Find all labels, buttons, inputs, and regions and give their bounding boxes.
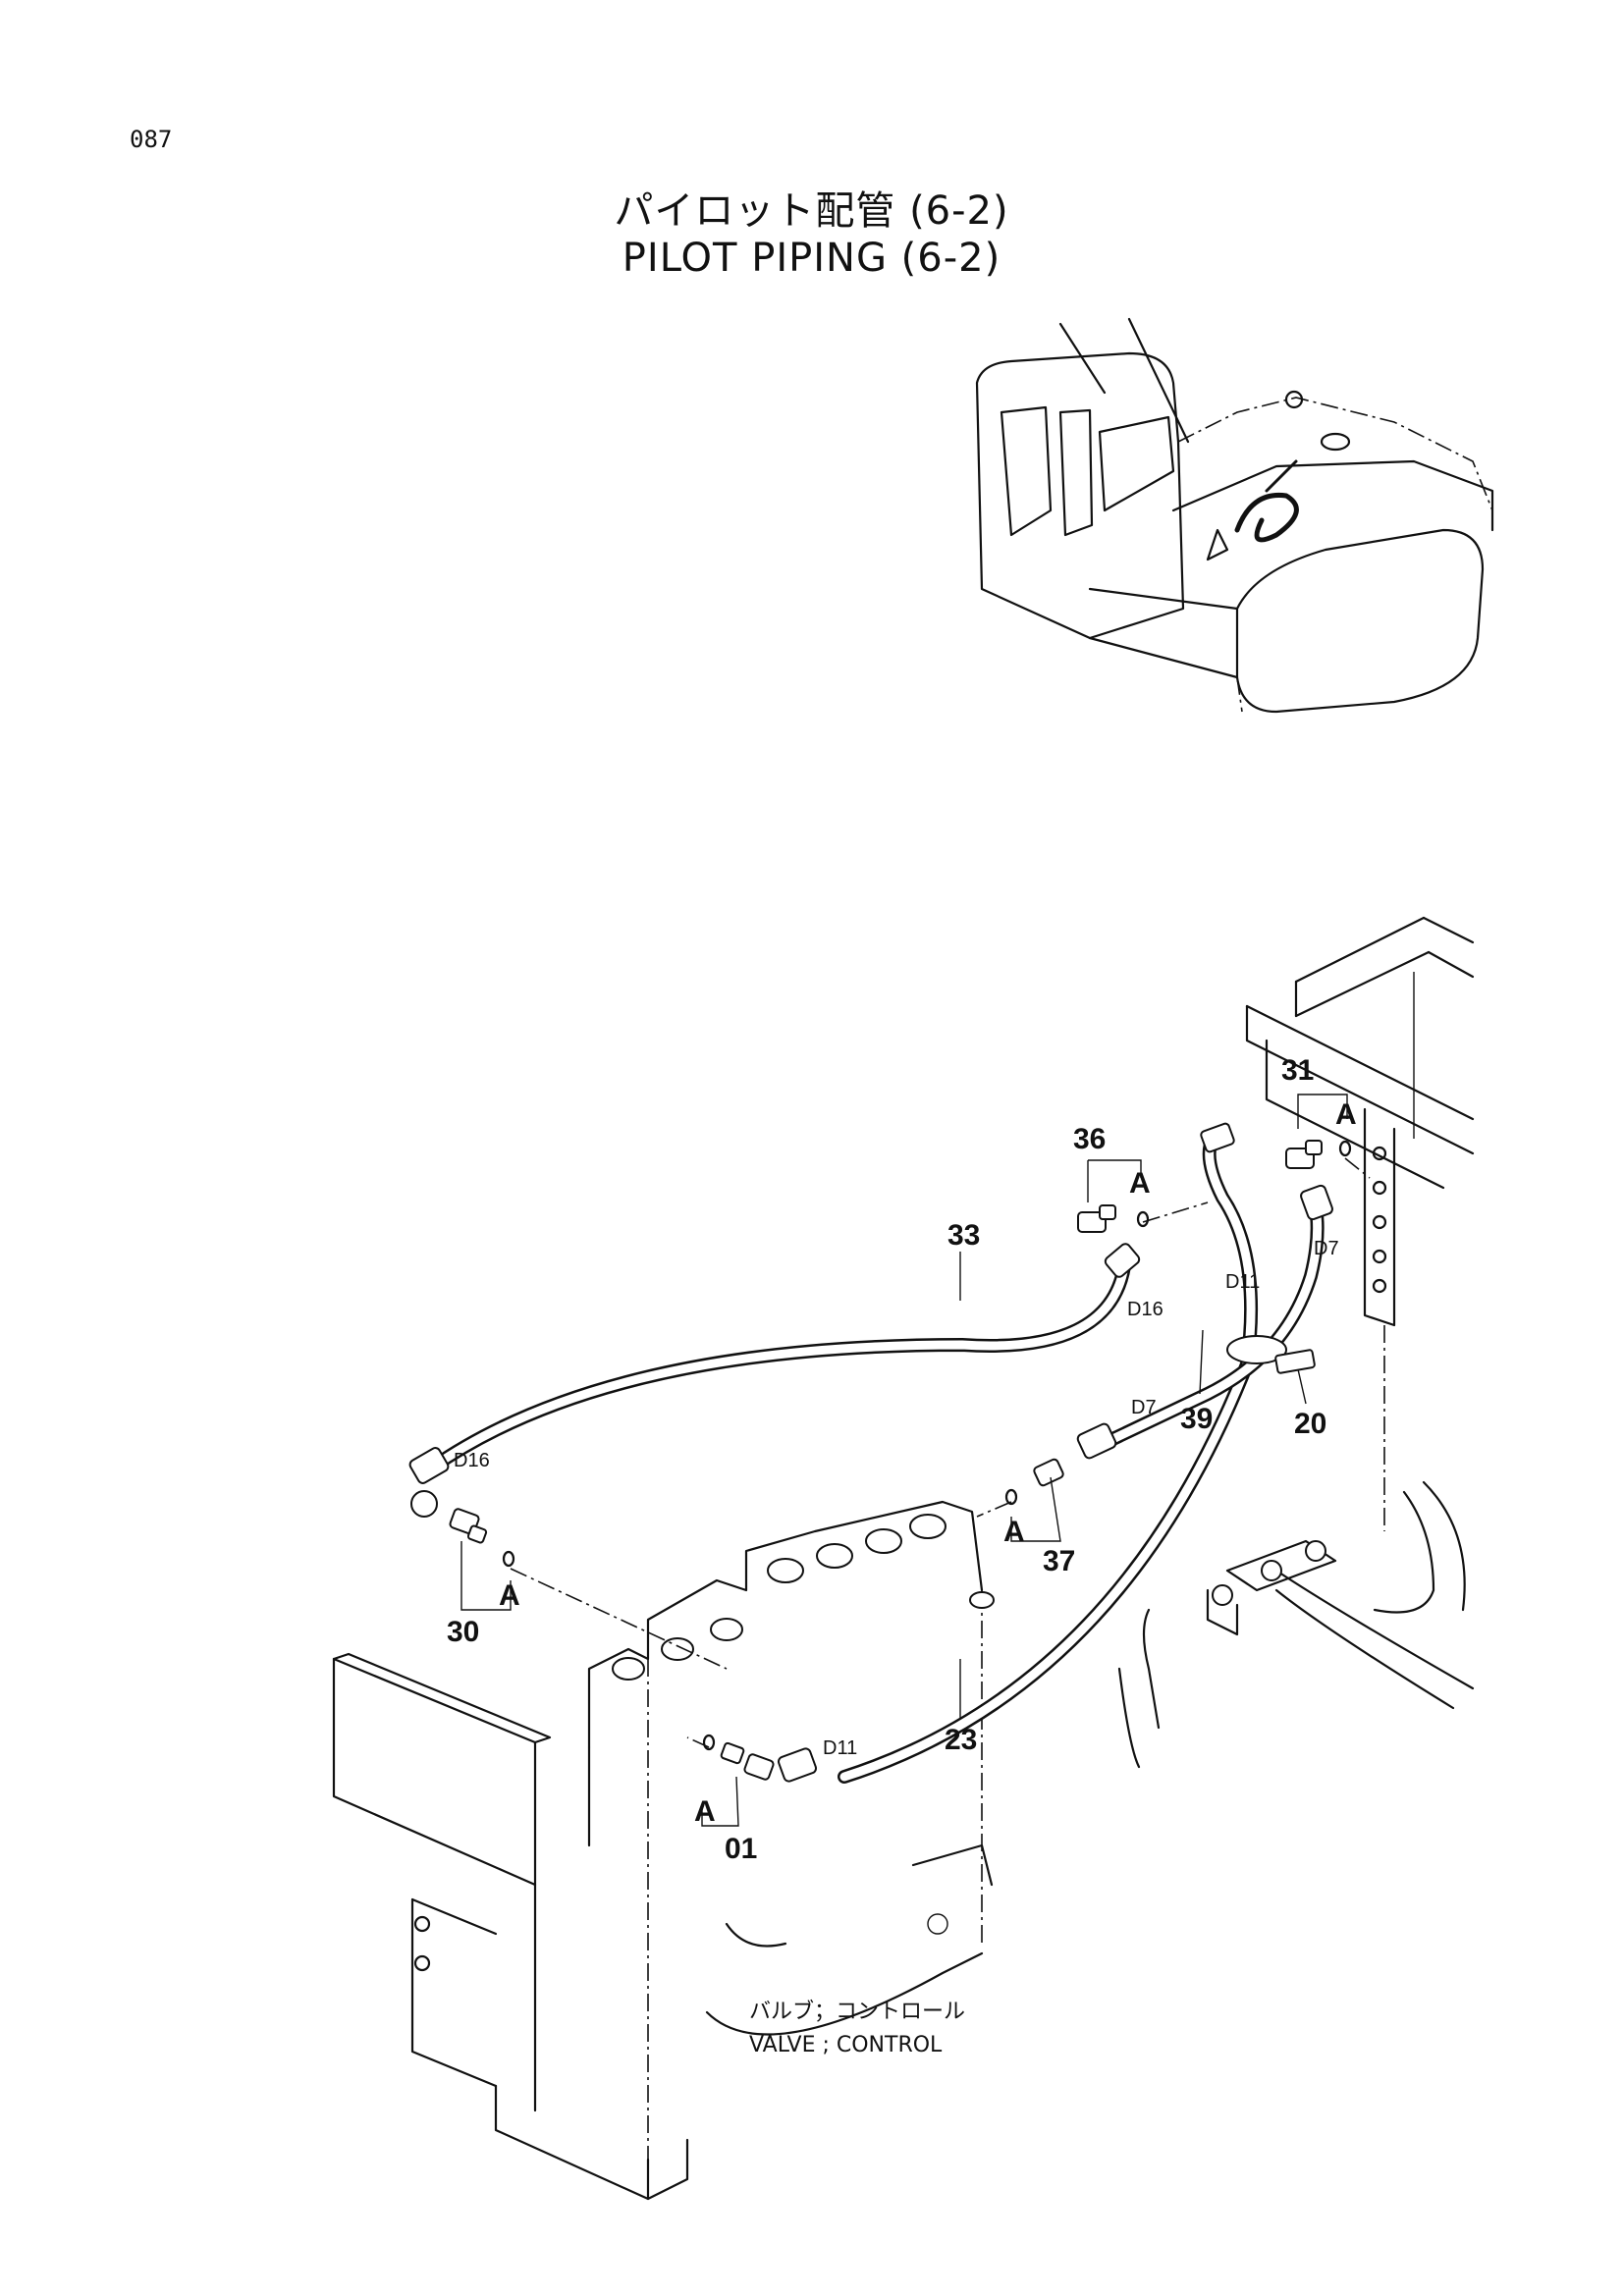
hoses [425,1132,1325,1784]
marker-a-30: A [499,1579,520,1612]
hose-tag-d7-lower: D7 [1131,1397,1157,1418]
callout-39: 39 [1180,1403,1213,1435]
fittings [408,1122,1352,1783]
title-english: PILOT PIPING (6-2) [622,236,1001,281]
marker-a-36: A [1129,1167,1151,1200]
callout-01: 01 [725,1833,757,1865]
mounting-frame [1117,916,1475,1769]
callout-36: 36 [1073,1123,1106,1155]
callout-37: 37 [1043,1545,1075,1577]
title-japanese: パイロット配管 (6-2) [614,188,1009,234]
hose-tag-d7-upper: D7 [1314,1238,1339,1259]
hose-tag-d16-upper: D16 [1127,1299,1163,1320]
callout-31: 31 [1281,1054,1314,1087]
valve-spools [612,1514,995,1681]
callout-23: 23 [945,1724,977,1756]
marker-a-37: A [1003,1516,1025,1548]
callout-30: 30 [447,1616,479,1648]
caption-english: VALVE ; CONTROL [749,2033,943,2057]
callout-20: 20 [1294,1408,1326,1440]
marker-a-31: A [1335,1098,1357,1131]
control-valve-body [332,1500,995,2201]
hose-tag-d16-lower: D16 [454,1450,490,1471]
excavator-overview-inset [975,317,1494,714]
hose-tag-d11-upper: D11 [1225,1271,1260,1293]
callout-labels: 33 36 31 39 20 37 30 23 01 A A A A A D16… [447,1054,1357,1865]
hose-tag-d11-lower: D11 [823,1737,857,1759]
leader-lines [460,1094,1371,1827]
marker-a-01: A [694,1795,716,1828]
caption-japanese: バルブ；コントロール [749,2000,965,2024]
callout-33: 33 [947,1219,980,1252]
page-number: 087 [130,126,173,153]
